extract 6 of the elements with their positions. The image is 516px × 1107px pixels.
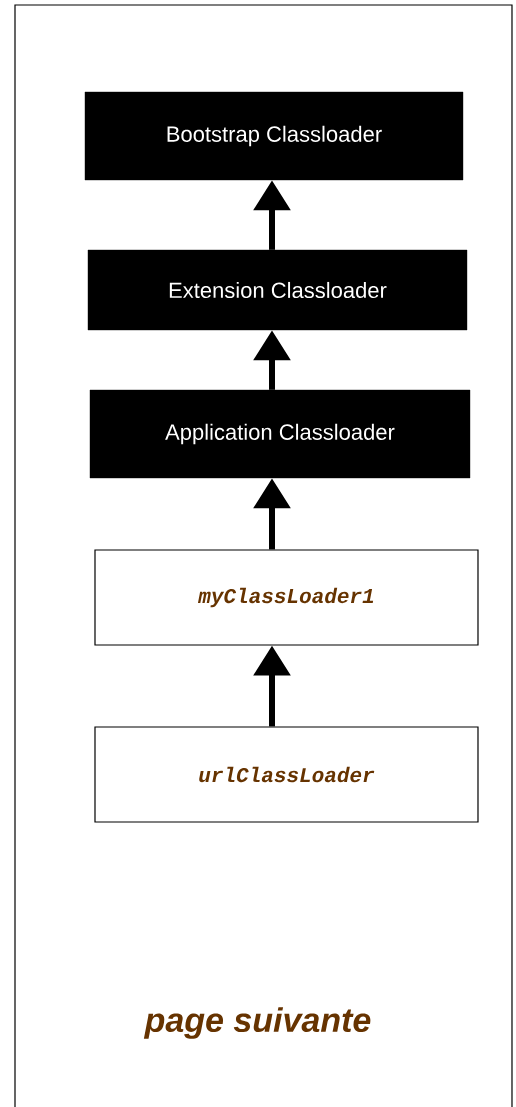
dark-box: Application Classloader (89, 389, 471, 479)
link-text: page suivante (143, 1007, 371, 1039)
code-box: urlClassLoader (94, 726, 479, 823)
dark-box: Bootstrap Classloader (84, 91, 464, 181)
dark-box: Extension Classloader (87, 249, 468, 331)
code-box: myClassLoader1 (94, 549, 479, 646)
